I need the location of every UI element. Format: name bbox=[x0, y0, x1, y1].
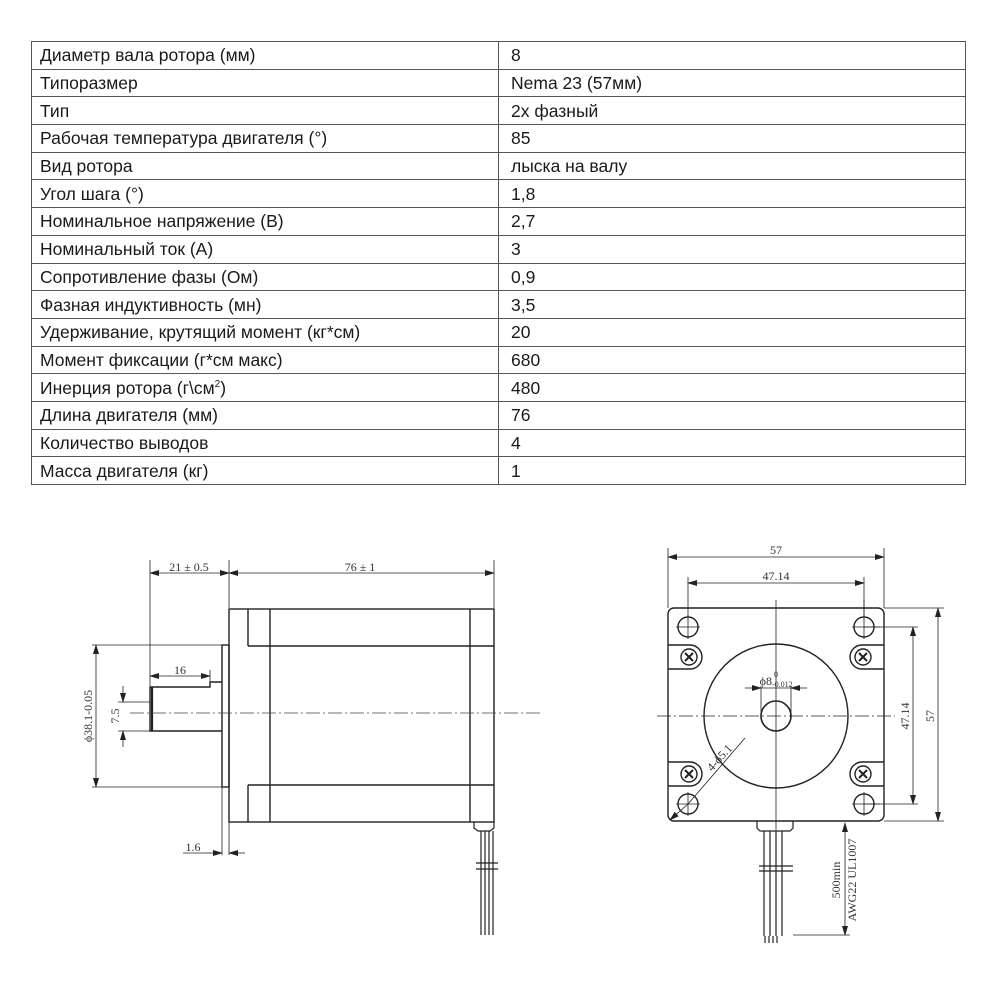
param-superscript: 2 bbox=[214, 378, 221, 390]
param-cell: Длина двигателя (мм) bbox=[31, 400, 499, 430]
value-cell: 20 bbox=[498, 317, 966, 347]
param-label: Номинальный ток (А) bbox=[40, 239, 214, 260]
table-row: Вид ротора лыска на валу bbox=[31, 151, 966, 181]
table-row: Сопротивление фазы (Ом) 0,9 bbox=[31, 262, 966, 292]
param-label: Диаметр вала ротора (мм) bbox=[40, 45, 256, 66]
param-label: Момент фиксации (г*см макс) bbox=[40, 349, 283, 370]
param-cell: Номинальное напряжение (В) bbox=[31, 207, 499, 236]
table-row: Инерция ротора (г\см2)480 bbox=[31, 373, 966, 402]
param-label: Сопротивление фазы (Ом) bbox=[40, 266, 259, 287]
table-row: Момент фиксации (г*см макс) 680 bbox=[31, 345, 966, 375]
shaft bbox=[149, 681, 222, 732]
param-cell: Инерция ротора (г\см2) bbox=[31, 373, 499, 402]
table-row: Тип 2х фазный bbox=[31, 96, 966, 126]
value-cell: 3,5 bbox=[498, 290, 966, 319]
side-view bbox=[92, 560, 540, 935]
dim-wire-spec: AWG22 UL1007 bbox=[845, 839, 859, 922]
dim-flange-to-shaft: 21 ± 0.5 bbox=[169, 560, 209, 574]
value-cell: 8 bbox=[498, 41, 966, 70]
dim-height: 57 bbox=[923, 710, 937, 722]
motor-body-outline bbox=[228, 608, 495, 823]
lead-wires-front bbox=[759, 831, 793, 943]
param-cell: Фазная индуктивность (мн) bbox=[31, 290, 499, 319]
table-row: Длина двигателя (мм) 76 bbox=[31, 400, 966, 430]
param-cell: Номинальный ток (А) bbox=[31, 234, 499, 264]
param-label: Рабочая температура двигателя (°) bbox=[40, 128, 328, 149]
table-row: Диаметр вала ротора (мм) 8 bbox=[31, 41, 966, 70]
lead-wires-side bbox=[476, 831, 498, 935]
side-view-labels: 21 ± 0.5 76 ± 1 16 7.5 ϕ38.1-0.05 1.6 bbox=[81, 560, 375, 854]
dim-boss-diameter: ϕ38.1-0.05 bbox=[81, 690, 95, 742]
param-cell: Тип bbox=[31, 96, 499, 126]
dim-width: 57 bbox=[770, 543, 782, 557]
param-cell: Момент фиксации (г*см макс) bbox=[31, 345, 499, 375]
flange-boss bbox=[221, 644, 230, 788]
table-row: Количество выводов 4 bbox=[31, 428, 966, 458]
param-label: Тип bbox=[40, 100, 70, 121]
dim-flat-height: 7.5 bbox=[108, 709, 122, 724]
param-label: Номинальное напряжение (В) bbox=[40, 211, 284, 232]
param-label: Удерживание, крутящий момент (кг*см) bbox=[40, 322, 361, 343]
value-cell: 85 bbox=[498, 124, 966, 153]
dim-shaft-tol-lower: -0.012 bbox=[772, 680, 793, 689]
value-cell: 0,9 bbox=[498, 262, 966, 292]
param-cell: Сопротивление фазы (Ом) bbox=[31, 262, 499, 292]
mount-holes bbox=[676, 600, 880, 816]
param-tail: ) bbox=[220, 377, 227, 398]
param-label: Масса двигателя (кг) bbox=[40, 460, 209, 481]
value-cell: лыска на валу bbox=[498, 151, 966, 181]
param-label: Фазная индуктивность (мн) bbox=[40, 294, 262, 315]
table-row: Номинальное напряжение (В) 2,7 bbox=[31, 207, 966, 236]
param-cell: Вид ротора bbox=[31, 151, 499, 181]
param-cell: Масса двигателя (кг) bbox=[31, 456, 499, 485]
param-cell: Рабочая температура двигателя (°) bbox=[31, 124, 499, 153]
table-row: Типоразмер Nema 23 (57мм) bbox=[31, 68, 966, 98]
table-row: Рабочая температура двигателя (°) 85 bbox=[31, 124, 966, 153]
dim-lead-length: 500min bbox=[829, 862, 843, 899]
param-label: Инерция ротора (г\см bbox=[40, 377, 215, 398]
table-row: Угол шага (°) 1,8 bbox=[31, 179, 966, 209]
value-cell: 3 bbox=[498, 234, 966, 264]
value-cell: 2х фазный bbox=[498, 96, 966, 126]
dim-hole-spacing-h: 47.14 bbox=[763, 569, 790, 583]
param-cell: Угол шага (°) bbox=[31, 179, 499, 209]
param-cell: Количество выводов bbox=[31, 428, 499, 458]
table-row: Номинальный ток (А) 3 bbox=[31, 234, 966, 264]
dim-hole-spacing-v: 47.14 bbox=[898, 703, 912, 730]
screw-tabs bbox=[668, 644, 884, 787]
value-cell: 480 bbox=[498, 373, 966, 402]
dim-mount-holes: 4-ϕ5.1 bbox=[704, 741, 735, 774]
param-label: Типоразмер bbox=[40, 73, 138, 94]
dim-body-length: 76 ± 1 bbox=[345, 560, 376, 574]
dim-shaft-tol-upper: 0 bbox=[774, 670, 778, 679]
motor-drawing: 21 ± 0.5 76 ± 1 16 7.5 ϕ38.1-0.05 1.6 bbox=[81, 543, 944, 943]
param-cell: Удерживание, крутящий момент (кг*см) bbox=[31, 317, 499, 347]
dim-boss-thickness: 1.6 bbox=[186, 840, 201, 854]
param-cell: Диаметр вала ротора (мм) bbox=[31, 41, 499, 70]
value-cell: Nema 23 (57мм) bbox=[498, 68, 966, 98]
front-view bbox=[657, 548, 944, 943]
param-label: Угол шага (°) bbox=[40, 183, 144, 204]
table-row: Удерживание, крутящий момент (кг*см) 20 bbox=[31, 317, 966, 347]
value-cell: 1 bbox=[498, 456, 966, 485]
value-cell: 4 bbox=[498, 428, 966, 458]
param-label: Вид ротора bbox=[40, 156, 133, 177]
param-label: Длина двигателя (мм) bbox=[40, 405, 218, 426]
table-row: Масса двигателя (кг) 1 bbox=[31, 456, 966, 485]
dim-shaft-flat: 16 bbox=[174, 663, 186, 677]
param-label: Количество выводов bbox=[40, 432, 209, 453]
value-cell: 2,7 bbox=[498, 207, 966, 236]
dim-shaft-diameter: ϕ8 bbox=[760, 674, 772, 688]
param-cell: Типоразмер bbox=[31, 68, 499, 98]
value-cell: 76 bbox=[498, 400, 966, 430]
front-view-labels: 57 47.14 47.14 57 ϕ8 0 -0.012 4-ϕ5.1 500… bbox=[704, 543, 937, 921]
table-row: Фазная индуктивность (мн) 3,5 bbox=[31, 290, 966, 319]
value-cell: 1,8 bbox=[498, 179, 966, 209]
value-cell: 680 bbox=[498, 345, 966, 375]
